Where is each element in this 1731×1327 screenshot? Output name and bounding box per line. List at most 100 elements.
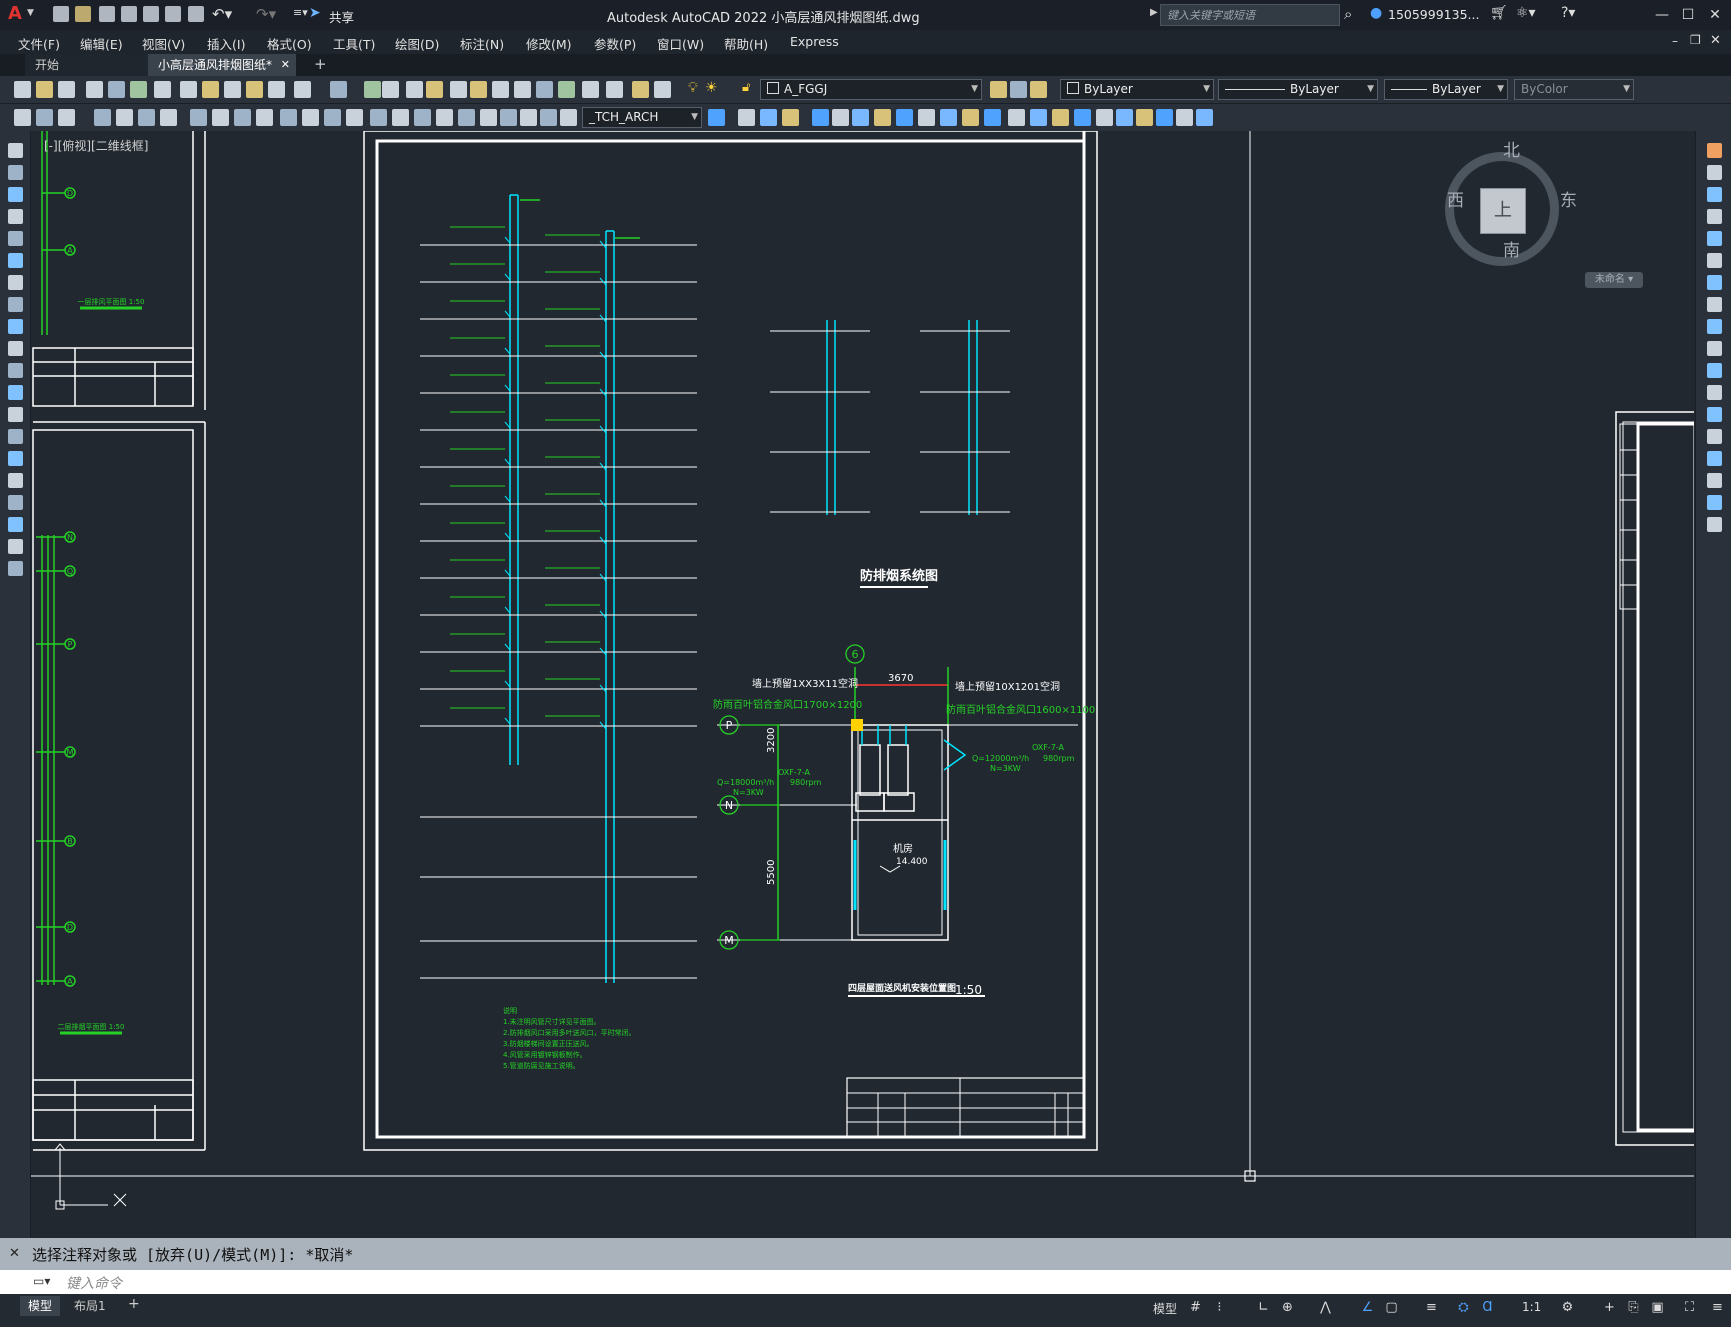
viewcube-top-face[interactable]: 上 — [1480, 188, 1526, 234]
isolate-icon[interactable]: ⎘ — [1628, 1300, 1639, 1315]
make-block-icon[interactable] — [8, 407, 23, 422]
annotation-visibility-icon[interactable]: ⛭ — [1458, 1300, 1469, 1315]
redo-icon[interactable] — [294, 81, 311, 98]
grid-icon[interactable]: # — [1190, 1300, 1201, 1315]
tab-layout1[interactable]: 布局1 — [74, 1299, 106, 1313]
mtext-icon[interactable] — [8, 539, 23, 554]
viewcube-east[interactable]: 东 — [1560, 191, 1577, 211]
offset-icon[interactable] — [1707, 209, 1722, 224]
copy-icon[interactable] — [180, 81, 197, 98]
diameter-dim-icon[interactable] — [160, 109, 177, 126]
plot-icon[interactable] — [86, 81, 103, 98]
workspace-icon[interactable]: ⚙ — [1561, 1300, 1574, 1315]
tolerance-icon[interactable] — [302, 109, 319, 126]
dim-space-icon[interactable] — [480, 109, 497, 126]
menu-express[interactable]: Express — [790, 34, 839, 49]
radius-dim-icon[interactable] — [116, 109, 133, 126]
menu-insert[interactable]: 插入(I) — [207, 37, 246, 52]
publish-icon[interactable] — [130, 81, 147, 98]
search-icon[interactable]: ⌕ — [1344, 5, 1353, 23]
help-icon[interactable]: ?▾ — [1561, 5, 1576, 21]
tab-drawing[interactable]: 小高层通风排烟图纸* ✕ — [148, 54, 296, 76]
color-faces-icon[interactable] — [1008, 109, 1025, 126]
quick-dim-icon[interactable] — [212, 109, 229, 126]
menu-modify[interactable]: 修改(M) — [526, 37, 572, 52]
save-as-icon[interactable] — [121, 6, 137, 22]
continue-dim-icon[interactable] — [256, 109, 273, 126]
cart-icon[interactable]: 🛒︎ — [1490, 5, 1508, 21]
menu-format[interactable]: 格式(O) — [267, 37, 312, 52]
3d-cylinder-icon[interactable] — [760, 109, 777, 126]
fullscreen-icon[interactable]: ⛶ — [1684, 1300, 1695, 1315]
calculator-icon[interactable] — [536, 81, 553, 98]
redo-icon[interactable]: ↷▾ — [256, 5, 277, 23]
markup-icon[interactable] — [514, 81, 531, 98]
osnap-icon[interactable]: ∠ — [1361, 1300, 1374, 1315]
inspect-icon[interactable] — [346, 109, 363, 126]
share-icon[interactable]: ➤ — [309, 5, 321, 21]
viewcube-south[interactable]: 南 — [1503, 241, 1520, 261]
interfere-icon[interactable] — [940, 109, 957, 126]
iso-icon[interactable]: ⋀ — [1320, 1300, 1331, 1315]
cmd-close-icon[interactable]: ✕ — [9, 1246, 20, 1261]
center-mark-icon[interactable] — [324, 109, 341, 126]
rectangle-icon[interactable] — [8, 231, 23, 246]
slice-icon[interactable] — [896, 109, 913, 126]
dim-edit-icon[interactable] — [392, 109, 409, 126]
auto-scale-icon[interactable]: Ɑ — [1482, 1300, 1493, 1315]
spline-icon[interactable] — [8, 319, 23, 334]
menu-help[interactable]: 帮助(H) — [724, 37, 769, 52]
doc-restore-button[interactable]: ❐ — [1690, 33, 1701, 47]
pan-icon[interactable] — [330, 81, 347, 98]
paste-icon[interactable] — [202, 81, 219, 98]
stretch-icon[interactable] — [1707, 319, 1722, 334]
match-props-icon[interactable] — [224, 81, 241, 98]
render-icon[interactable] — [1176, 109, 1193, 126]
polyline-icon[interactable] — [8, 187, 23, 202]
new-icon[interactable] — [14, 81, 31, 98]
rotate-icon[interactable] — [1707, 275, 1722, 290]
open-file-icon[interactable] — [75, 6, 91, 22]
multileader-icon[interactable] — [540, 109, 557, 126]
layer-props-icon[interactable] — [582, 81, 599, 98]
point-icon[interactable] — [8, 429, 23, 444]
zoom-window-icon[interactable] — [382, 81, 399, 98]
cmd-recent-icon[interactable]: ▭▾ — [33, 1274, 51, 1288]
ortho-icon[interactable]: ∟ — [1258, 1300, 1269, 1315]
chamfer-icon[interactable] — [1707, 451, 1722, 466]
line-icon[interactable] — [8, 143, 23, 158]
move-icon[interactable] — [1707, 253, 1722, 268]
check-icon[interactable] — [1096, 109, 1113, 126]
menu-draw[interactable]: 绘图(D) — [395, 37, 440, 52]
extract-edges-icon[interactable] — [962, 109, 979, 126]
table-icon[interactable] — [8, 517, 23, 532]
layer-dropdown[interactable]: A_FGGJ▼ — [760, 79, 982, 100]
undo-icon[interactable] — [268, 81, 285, 98]
menu-window[interactable]: 窗口(W) — [657, 37, 705, 52]
extend-icon[interactable] — [1707, 363, 1722, 378]
cut-icon[interactable] — [154, 81, 171, 98]
save-to-web-icon[interactable] — [165, 6, 181, 22]
polygon-icon[interactable] — [8, 209, 23, 224]
revision-cloud-icon[interactable] — [8, 297, 23, 312]
share-button[interactable]: 共享 — [329, 10, 355, 25]
materials-icon[interactable] — [1196, 109, 1213, 126]
plot-icon[interactable] — [188, 6, 204, 22]
plotstyle-dropdown[interactable]: ByColor▼ — [1514, 79, 1634, 100]
customize-icon[interactable]: ≡ — [1712, 1300, 1723, 1315]
drawing-canvas[interactable]: D A N Q P M B D A 一层排风平面图 1:50 二层排烟平面图 1… — [31, 131, 1694, 1238]
flatshot-icon[interactable] — [1156, 109, 1173, 126]
undo-icon[interactable]: ↶▾ — [212, 5, 233, 23]
gradient-icon[interactable] — [8, 473, 23, 488]
arc-dim-icon[interactable] — [58, 109, 75, 126]
menu-tools[interactable]: 工具(T) — [333, 37, 376, 52]
copy-object-icon[interactable] — [1707, 165, 1722, 180]
layer-state-icon[interactable] — [606, 81, 623, 98]
ucs-menu[interactable]: 未命名 ▾ — [1585, 272, 1643, 288]
revolve-icon[interactable] — [812, 109, 829, 126]
linear-dim-icon[interactable] — [14, 109, 31, 126]
plus-icon[interactable]: + — [1604, 1300, 1615, 1315]
design-center-icon[interactable] — [450, 81, 467, 98]
dim-update-icon[interactable] — [436, 109, 453, 126]
ordinate-dim-icon[interactable] — [94, 109, 111, 126]
